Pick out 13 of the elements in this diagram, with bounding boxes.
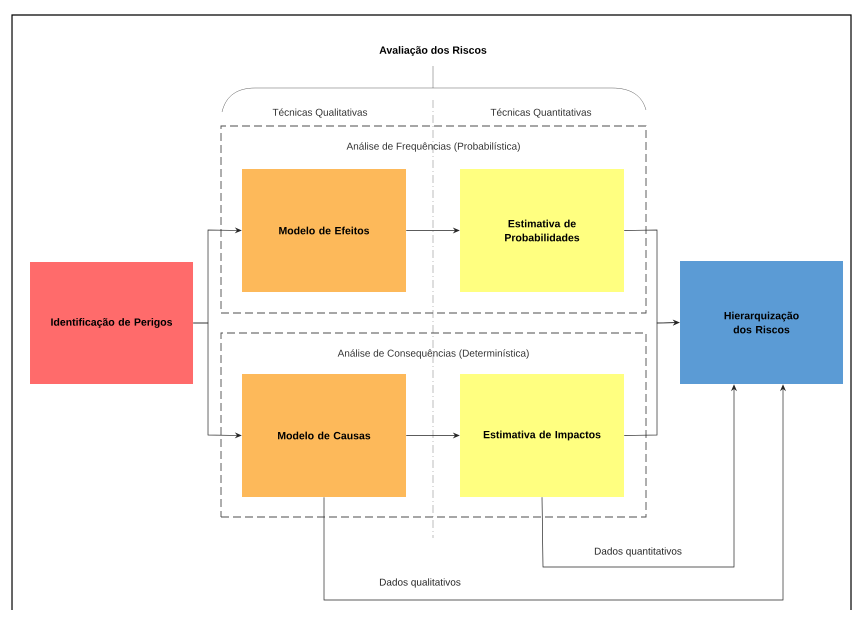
process-box: Modelo de Efeitos (242, 169, 406, 292)
group-heading: Análise de Frequências (Probabilística) (346, 142, 520, 152)
result-box: Hierarquização dos Riscos (680, 261, 843, 384)
process-box: Estimativa de Probabilidades (460, 169, 624, 292)
group-heading: Análise de Consequências (Determinística) (338, 349, 529, 359)
title: Avaliação dos Riscos (379, 46, 486, 56)
column-header: Técnicas Quantitativas (490, 108, 592, 118)
edge-label: Dados qualitativos (378, 577, 462, 589)
hazard-box: Identificação de Perigos (30, 262, 193, 384)
column-header: Técnicas Qualitativas (272, 108, 368, 118)
process-box: Estimativa de Impactos (460, 374, 624, 497)
process-box: Modelo de Causas (242, 374, 406, 497)
edge-label: Dados quantitativos (593, 546, 683, 558)
